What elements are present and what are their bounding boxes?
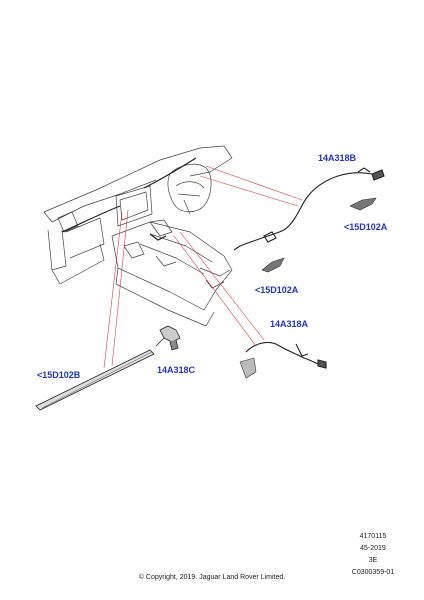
harness-14a318b [233, 167, 385, 251]
callout-14a318c[interactable]: 14A318C [157, 365, 196, 375]
callout-14a318a[interactable]: 14A318A [270, 319, 309, 329]
revision-code: 3E [368, 557, 378, 564]
harness-14a318a [245, 341, 327, 369]
clip-15d102a [261, 197, 377, 273]
copyright-notice: © Copyright, 2019. Jaguar Land Rover Lim… [138, 574, 286, 581]
callout-15d102a-middle[interactable]: <15D102A [255, 285, 299, 295]
bracket-14a318a [239, 357, 257, 379]
illustration-number: 4170115 [359, 533, 387, 540]
date-code: 45-2019 [360, 545, 386, 552]
part-14a318c [155, 325, 181, 351]
callout-15d102b[interactable]: <15D102B [37, 370, 81, 380]
dashboard-drawing [43, 145, 233, 327]
leader-lines [103, 165, 303, 369]
strip-15d102b [35, 349, 155, 411]
catalog-code: C0300359-01 [351, 569, 395, 576]
callout-14a318b[interactable]: 14A318B [318, 153, 357, 163]
callout-15d102a-upper[interactable]: <15D102A [344, 222, 388, 232]
dash-harness [61, 157, 197, 241]
